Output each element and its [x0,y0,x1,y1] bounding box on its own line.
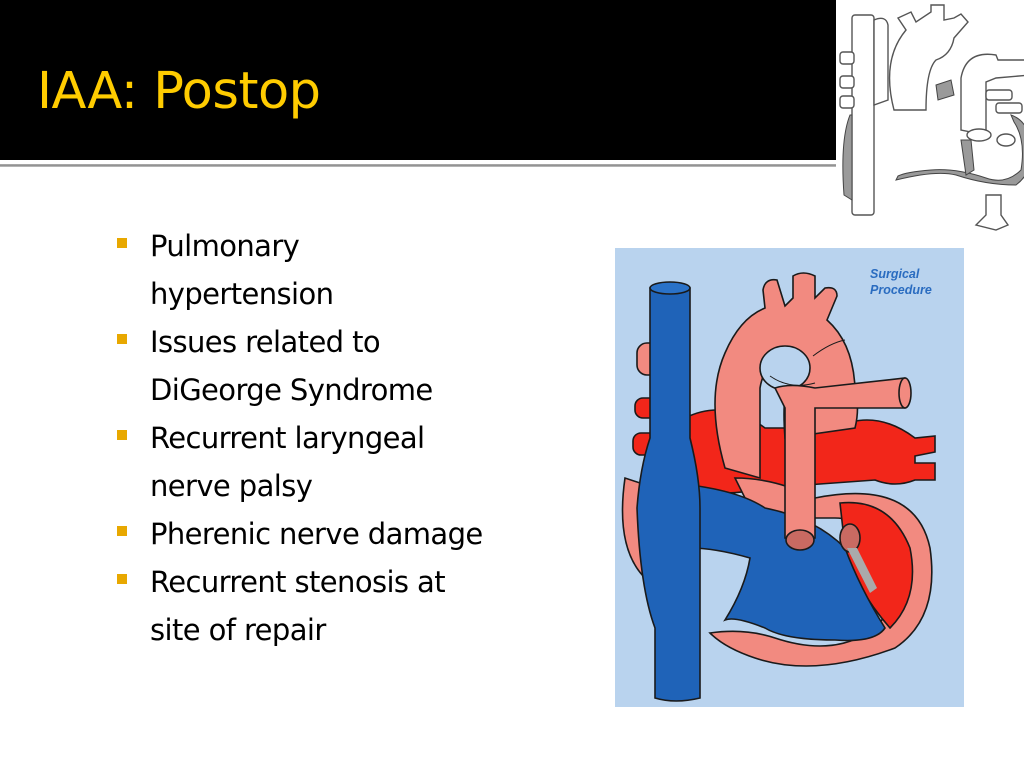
bullet-item: Recurrent laryngeal nerve palsy [113,414,553,510]
square-bullet-icon [117,526,127,536]
bullet-text-line1: Issues related to [150,325,381,359]
square-bullet-icon [117,334,127,344]
bullet-text-line2: site of repair [150,613,326,647]
bullet-item: Pulmonary hypertension [113,222,553,318]
heart-surgical-diagram-icon: Surgical Procedure [615,248,964,707]
bullet-item: Recurrent stenosis at site of repair [113,558,553,654]
bullet-text-line2: nerve palsy [150,469,313,503]
bullet-text-line1: Pulmonary [150,229,300,263]
label-line2: Procedure [870,283,932,297]
heart-outline-diagram-icon [836,0,1024,235]
slide-title: IAA: Postop [37,62,321,121]
surgical-procedure-label: Surgical Procedure [870,266,932,298]
square-bullet-icon [117,430,127,440]
square-bullet-icon [117,574,127,584]
bullet-text-line2: DiGeorge Syndrome [150,373,433,407]
bullet-text-line1: Recurrent laryngeal [150,421,425,455]
square-bullet-icon [117,238,127,248]
bullet-item: Issues related to DiGeorge Syndrome [113,318,553,414]
bullet-list: Pulmonary hypertension Issues related to… [113,222,553,654]
bullet-text-line1: Pherenic nerve damage [150,517,483,551]
bullet-text-line1: Recurrent stenosis at [150,565,446,599]
title-bar [0,0,836,160]
label-line1: Surgical [870,267,920,281]
bullet-text-line2: hypertension [150,277,334,311]
bullet-item: Pherenic nerve damage [113,510,553,558]
title-divider [0,164,836,167]
